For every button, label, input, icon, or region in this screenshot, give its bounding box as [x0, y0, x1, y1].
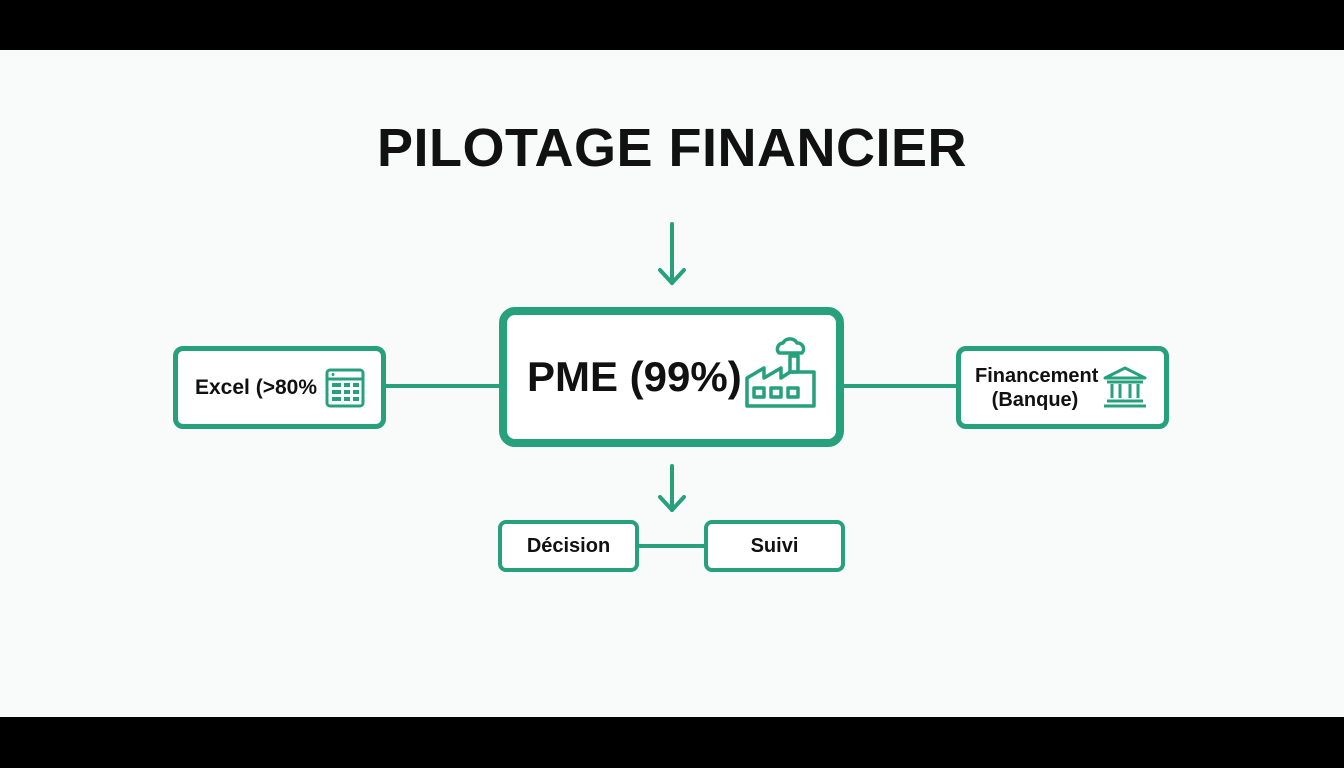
node-financement-label: Financement (Banque) [975, 364, 1099, 411]
node-decision: Décision [498, 520, 639, 572]
spreadsheet-icon [325, 368, 365, 408]
bank-icon [1103, 366, 1147, 408]
arrow-to-decision [658, 464, 686, 512]
node-pme-label: PME (99%) [527, 353, 742, 400]
node-financement: Financement (Banque) [956, 346, 1169, 429]
letterbox-bottom [0, 717, 1344, 768]
node-suivi: Suivi [704, 520, 845, 572]
letterbox-top [0, 0, 1344, 50]
arrow-into-center [658, 222, 686, 285]
diagram-title: PILOTAGE FINANCIER [376, 118, 967, 178]
node-pme: PME (99%) [499, 307, 844, 447]
node-excel-label: Excel (>80% [195, 375, 318, 399]
node-excel: Excel (>80% [173, 346, 386, 429]
node-suivi-label: Suivi [750, 534, 799, 557]
factory-icon [745, 337, 816, 408]
node-decision-label: Décision [526, 534, 611, 557]
